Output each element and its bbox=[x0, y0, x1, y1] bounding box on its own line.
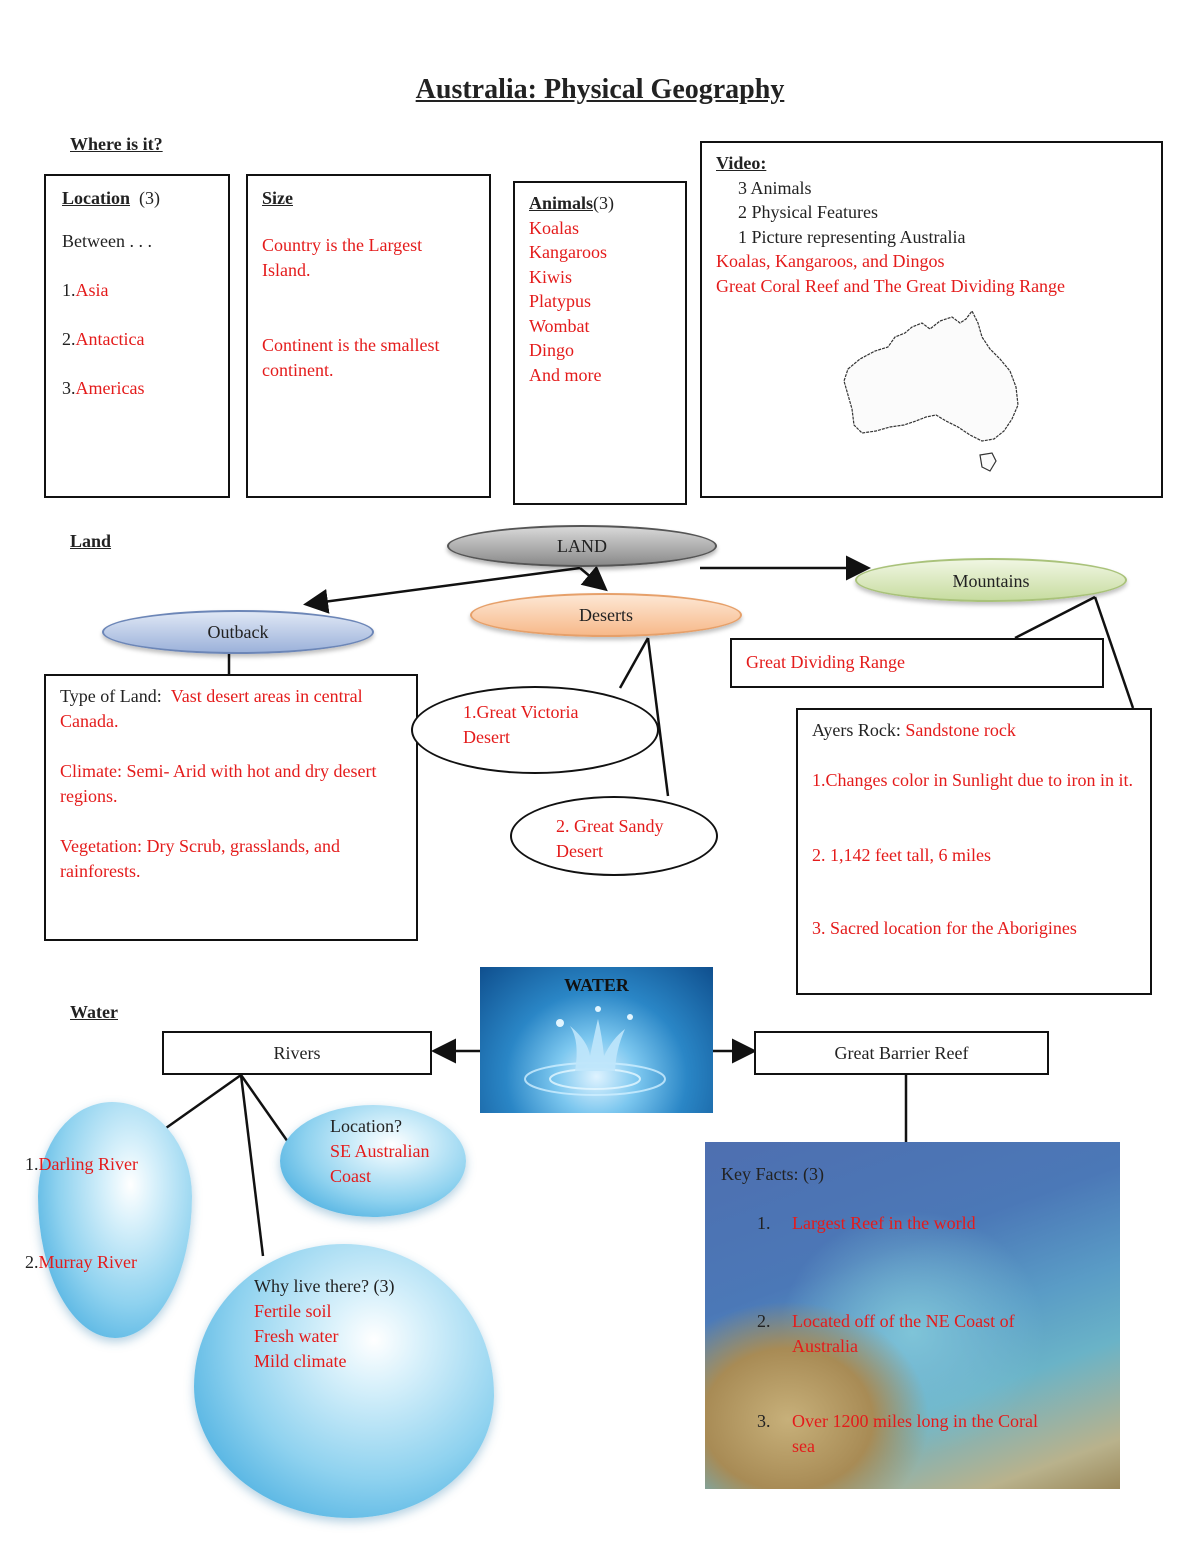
splash-icon bbox=[524, 1006, 666, 1096]
video-box: Video: 3 Animals 2 Physical Features 1 P… bbox=[700, 141, 1163, 498]
outback-info-box: Type of Land: Vast desert areas in centr… bbox=[44, 674, 418, 941]
australia-map-outline bbox=[843, 309, 1019, 472]
location-question-group: Location? SE Australian Coast bbox=[330, 1114, 440, 1189]
climate-text: Climate: Semi- Arid with hot and dry des… bbox=[60, 761, 377, 806]
location-answer: SE Australian Coast bbox=[330, 1141, 430, 1186]
ayers-rock-box: Ayers Rock: Sandstone rock 1.Changes col… bbox=[796, 708, 1152, 995]
size-line-1: Country is the Largest Island. bbox=[262, 235, 423, 280]
why-live-group: Why live there? (3) Fertile soil Fresh w… bbox=[254, 1274, 474, 1374]
location-item: 1.Asia bbox=[62, 280, 109, 300]
animal-item: Koalas bbox=[529, 217, 579, 238]
animals-box: Animals(3) Koalas Kangaroos Kiwis Platyp… bbox=[513, 181, 687, 505]
ayers-label: Ayers Rock: bbox=[812, 720, 901, 740]
vegetation-text: Vegetation: Dry Scrub, grasslands, and r… bbox=[60, 836, 340, 881]
animals-heading: Animals bbox=[529, 193, 594, 213]
size-line-2: Continent is the smallest continent. bbox=[262, 335, 440, 380]
video-answer: Koalas, Kangaroos, and Dingos bbox=[716, 251, 945, 271]
video-prompt: 3 Animals bbox=[738, 177, 812, 198]
reef-fact-3: 3.Over 1200 miles long in the Coral sea bbox=[757, 1411, 1038, 1456]
location-drop bbox=[280, 1105, 466, 1217]
type-of-land-label: Type of Land: bbox=[60, 686, 162, 706]
desert-2-node: 2. Great Sandy Desert bbox=[510, 796, 718, 876]
reef-fact-1: 1.Largest Reef in the world bbox=[757, 1213, 976, 1233]
location-intro: Between . . . bbox=[62, 231, 152, 251]
rivers-box: Rivers bbox=[162, 1031, 432, 1075]
animal-item: Wombat bbox=[529, 315, 590, 336]
ayers-value: Sandstone rock bbox=[905, 720, 1016, 740]
ayers-fact-2: 2. 1,142 feet tall, 6 miles bbox=[812, 845, 991, 865]
location-item: 2.Antactica bbox=[62, 329, 145, 349]
mountains-node: Mountains bbox=[855, 558, 1127, 602]
animal-item: Platypus bbox=[529, 291, 592, 311]
why-item: Fresh water bbox=[254, 1326, 339, 1346]
location-item: 3.Americas bbox=[62, 378, 145, 398]
range-text: Great Dividing Range bbox=[746, 652, 905, 672]
reef-satellite-image: Key Facts: (3) 1.Largest Reef in the wor… bbox=[705, 1142, 1120, 1489]
type-of-land-value: Vast desert areas in central Canada. bbox=[60, 686, 363, 731]
why-live-question: Why live there? (3) bbox=[254, 1276, 395, 1296]
video-prompt: 1 Picture representing Australia bbox=[738, 226, 966, 247]
river-item-2: 2.Murray River bbox=[25, 1252, 137, 1272]
range-box: Great Dividing Range bbox=[730, 638, 1104, 688]
location-question: Location? bbox=[330, 1116, 402, 1136]
location-count: (3) bbox=[139, 188, 161, 208]
location-box: Location (3) Between . . . 1.Asia 2.Anta… bbox=[44, 174, 230, 498]
size-box: Size Country is the Largest Island. Cont… bbox=[246, 174, 491, 498]
why-drop bbox=[194, 1244, 494, 1518]
why-item: Fertile soil bbox=[254, 1301, 332, 1321]
ayers-fact-1: 1.Changes color in Sunlight due to iron … bbox=[812, 770, 1133, 790]
river-drop bbox=[38, 1102, 192, 1338]
river-item-1: 1.Darling River bbox=[25, 1154, 138, 1174]
reef-fact-2: 2.Located off of the NE Coast of Austral… bbox=[757, 1311, 1015, 1356]
section-heading-water: Water bbox=[70, 1002, 118, 1022]
video-answer: Great Coral Reef and The Great Dividing … bbox=[716, 275, 1066, 296]
deserts-node: Deserts bbox=[470, 593, 742, 637]
desert-1-node: 1.Great Victoria Desert bbox=[411, 686, 659, 774]
land-node: LAND bbox=[447, 525, 717, 567]
ayers-fact-3: 3. Sacred location for the Aborigines bbox=[812, 918, 1077, 938]
why-item: Mild climate bbox=[254, 1351, 347, 1371]
water-splash-image: WATER bbox=[480, 967, 713, 1113]
section-heading-where: Where is it? bbox=[70, 134, 163, 154]
video-heading: Video: bbox=[716, 153, 767, 173]
reef-box: Great Barrier Reef bbox=[754, 1031, 1049, 1075]
section-heading-land: Land bbox=[70, 531, 112, 551]
size-heading: Size bbox=[262, 188, 293, 208]
location-heading: Location bbox=[62, 188, 131, 208]
outback-node: Outback bbox=[102, 610, 374, 654]
key-facts-heading: Key Facts: (3) bbox=[721, 1164, 824, 1184]
page-title: Australia: Physical Geography bbox=[415, 74, 785, 105]
video-prompt: 2 Physical Features bbox=[738, 202, 878, 222]
animal-item: Kangaroos bbox=[529, 242, 607, 262]
animals-count: (3) bbox=[593, 193, 615, 213]
animal-item: And more bbox=[529, 364, 602, 385]
animal-item: Kiwis bbox=[529, 266, 573, 287]
animal-item: Dingo bbox=[529, 340, 574, 360]
